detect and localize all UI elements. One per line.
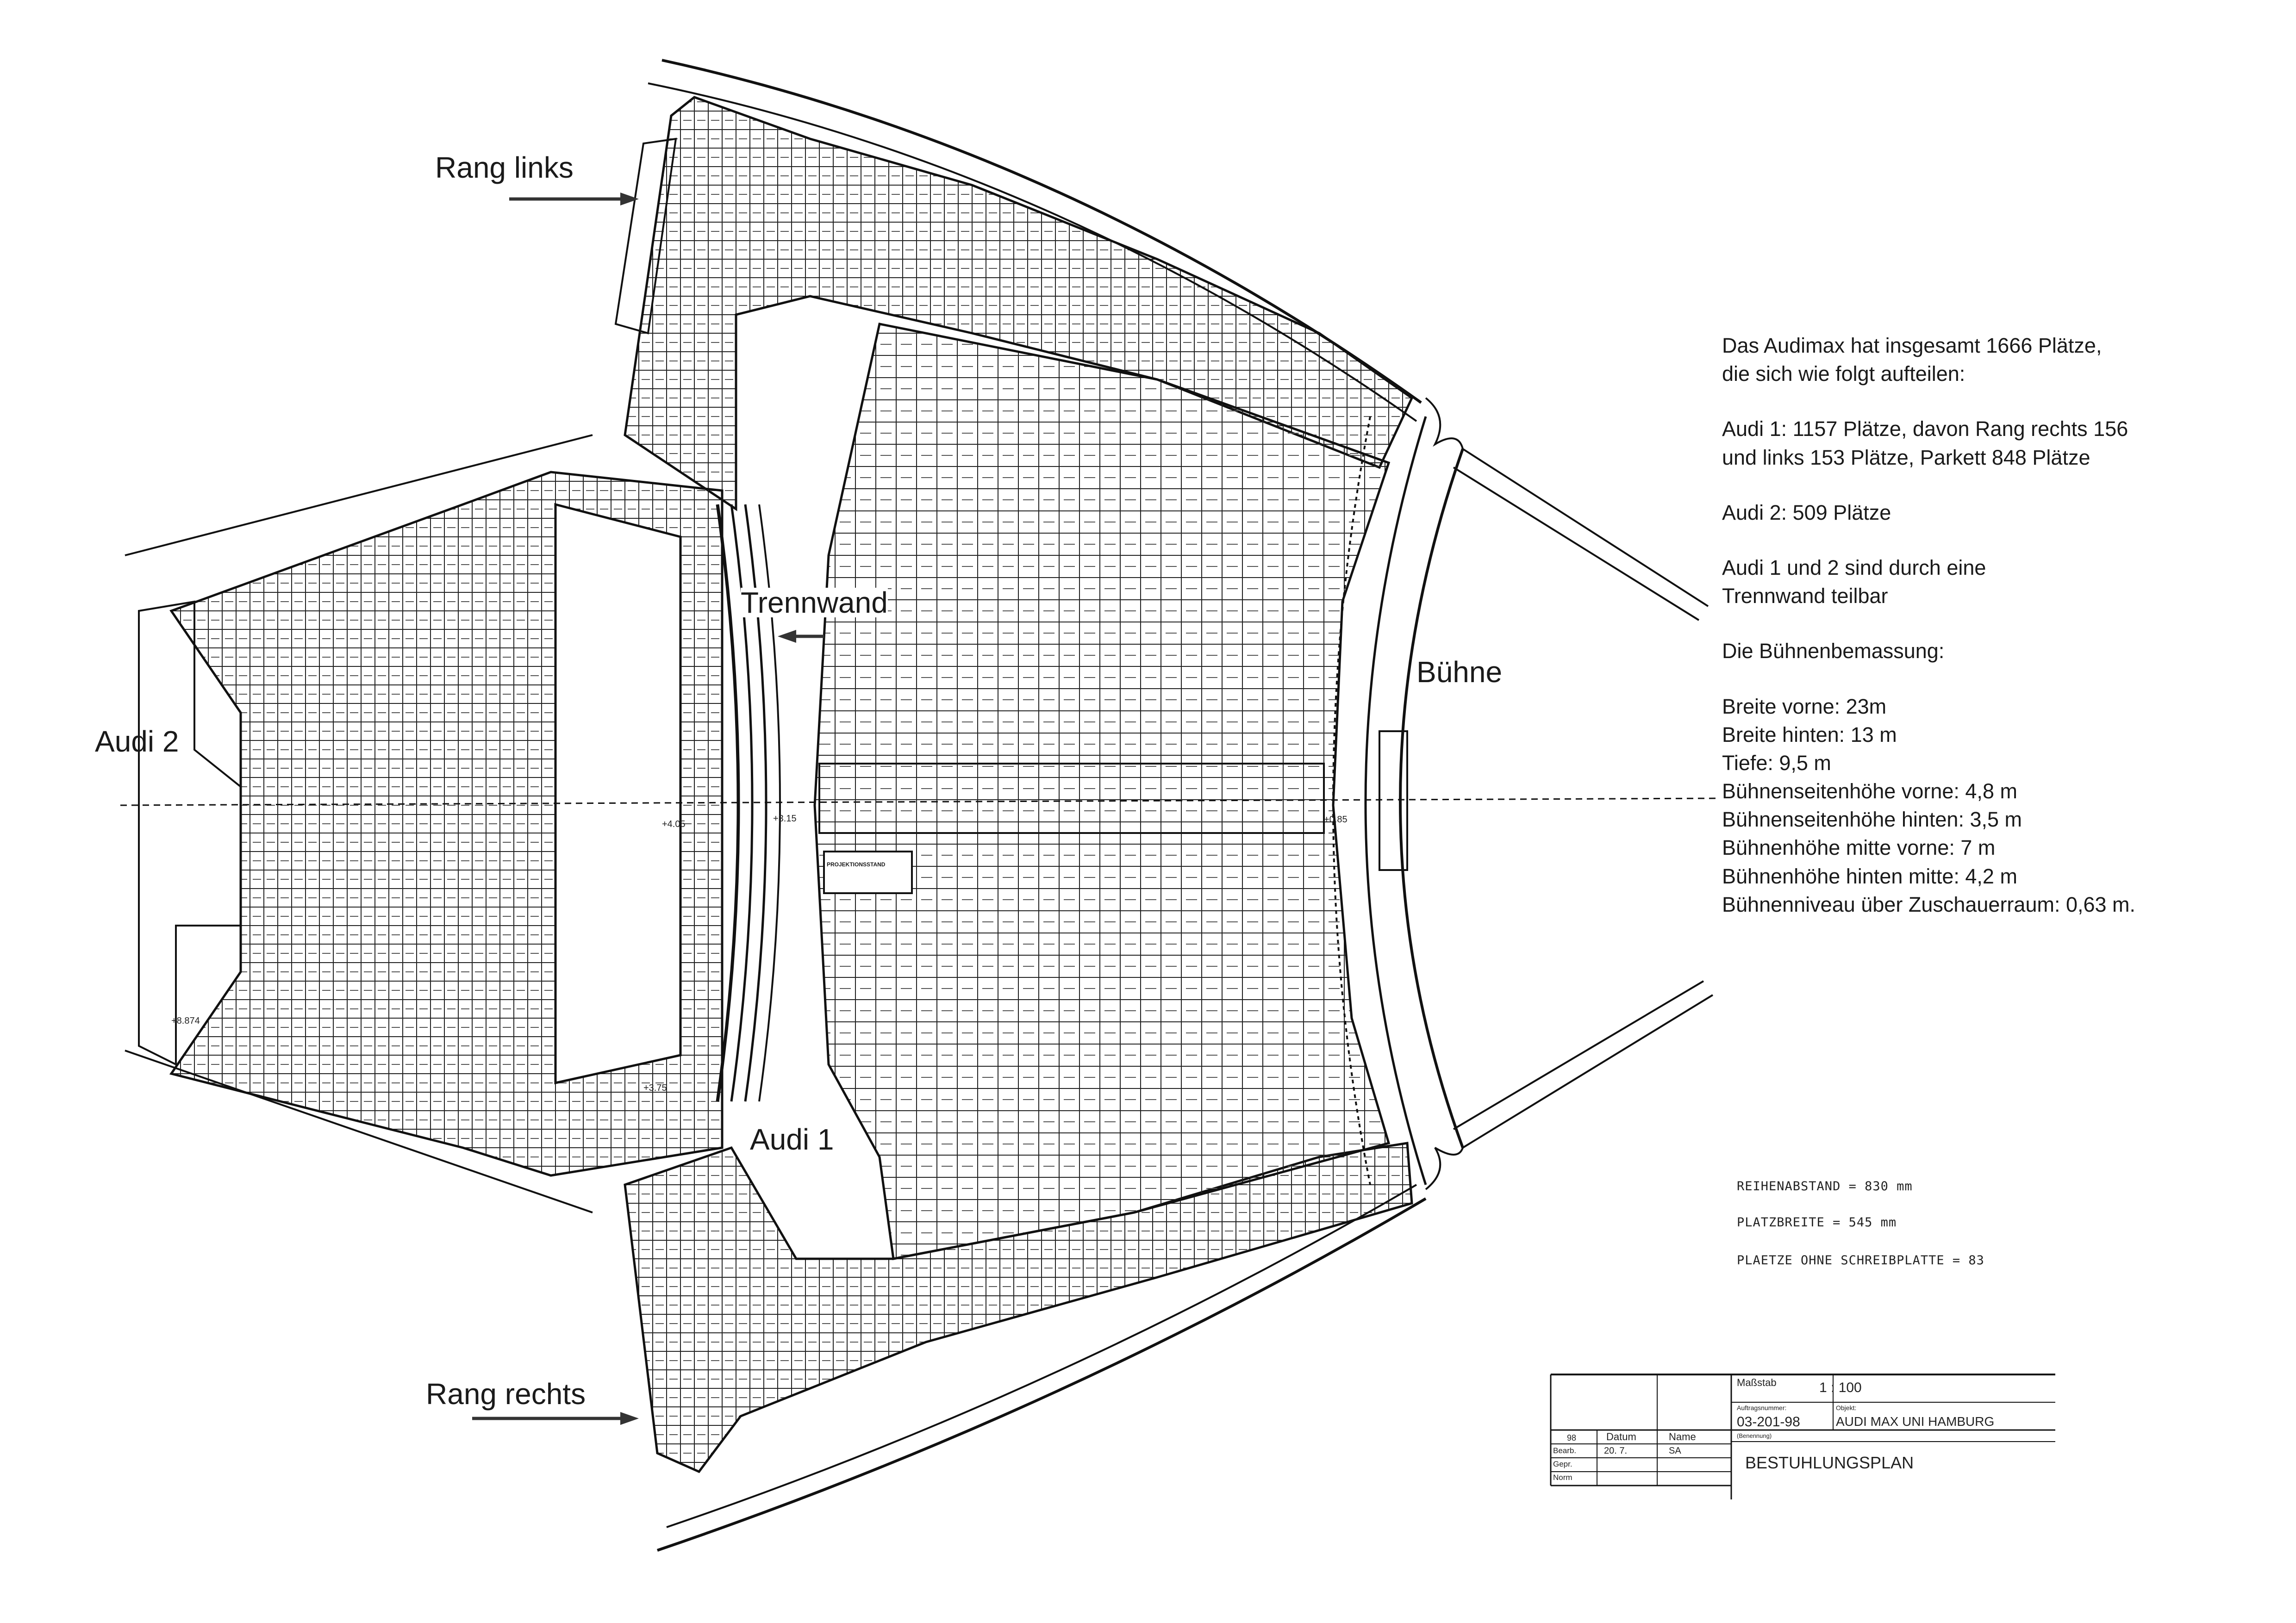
- label-audi-2: Audi 2: [95, 725, 179, 758]
- tb-massstab-value: 1 : 100: [1819, 1380, 1862, 1395]
- info-line: Audi 1 und 2 sind durch eine: [1722, 555, 1986, 579]
- tb-bearb-name: SA: [1669, 1446, 1681, 1456]
- elevation-mark: +0.85: [1324, 815, 1348, 825]
- audi-2-seating: [125, 434, 724, 1213]
- audi-1-parkett-seating: [813, 323, 1391, 1260]
- info-line: Bühnenseitenhöhe vorne: 4,8 m: [1722, 779, 2017, 803]
- arrow-trennwand: [778, 630, 824, 643]
- tb-gepr: Gepr.: [1553, 1460, 1572, 1468]
- info-line: Audi 1: 1157 Plätze, davon Rang rechts 1…: [1722, 417, 2128, 441]
- tb-norm: Norm: [1553, 1473, 1572, 1482]
- tb-bearb-datum: 20. 7.: [1604, 1446, 1628, 1456]
- buehne-stage: [1364, 397, 1714, 1190]
- tb-objekt-label: Objekt:: [1836, 1404, 1857, 1412]
- label-projektionsstand: PROJEKTIONSSTAND: [827, 861, 886, 868]
- tb-massstab-label: Maßstab: [1737, 1377, 1777, 1388]
- info-line: Das Audimax hat insgesamt 1666 Plätze,: [1722, 334, 2102, 357]
- tb-auftrag-value: 03-201-98: [1737, 1414, 1800, 1430]
- info-line: Breite vorne: 23m: [1722, 694, 1887, 718]
- tb-year: 98: [1567, 1433, 1577, 1443]
- elevation-mark: +8.874: [171, 1016, 200, 1026]
- tb-name: Name: [1669, 1431, 1696, 1443]
- info-panel: Das Audimax hat insgesamt 1666 Plätze, d…: [1722, 331, 2277, 919]
- info-line: Bühnenniveau über Zuschauerraum: 0,63 m.: [1722, 892, 2136, 916]
- info-dims-title: Die Bühnenbemassung:: [1722, 639, 1945, 663]
- info-line: Tiefe: 9,5 m: [1722, 751, 1831, 775]
- tb-bearb: Bearb.: [1553, 1446, 1577, 1455]
- spec-reihenabstand: REIHENABSTAND = 830 mm: [1737, 1179, 1913, 1194]
- arrow-rang-links: [509, 193, 639, 205]
- spec-plaetze-ohne-schreibplatte: PLAETZE OHNE SCHREIBPLATTE = 83: [1737, 1253, 1984, 1268]
- info-line: die sich wie folgt aufteilen:: [1722, 362, 1965, 386]
- info-line: Breite hinten: 13 m: [1722, 722, 1897, 746]
- label-rang-rechts: Rang rechts: [426, 1377, 586, 1411]
- tb-auftrag-label: Auftragsnummer:: [1737, 1404, 1787, 1412]
- elevation-mark: +4.05: [662, 819, 686, 829]
- rang-rechts-seating: [624, 1142, 1427, 1552]
- info-line: und links 153 Plätze, Parkett 848 Plätze: [1722, 445, 2090, 469]
- title-block-grid: [1550, 1374, 2055, 1499]
- tb-objekt-value: AUDI MAX UNI HAMBURG: [1836, 1414, 1995, 1429]
- tb-datum: Datum: [1606, 1431, 1636, 1443]
- tb-benennung-value: BESTUHLUNGSPLAN: [1745, 1453, 1914, 1472]
- elevation-mark: +3.15: [773, 814, 797, 824]
- info-line: Bühnenhöhe hinten mitte: 4,2 m: [1722, 864, 2017, 888]
- label-buehne: Bühne: [1416, 655, 1503, 689]
- tb-benennung-label: (Benennung): [1737, 1432, 1772, 1439]
- info-line: Trennwand teilbar: [1722, 584, 1888, 608]
- info-line: Bühnenhöhe mitte vorne: 7 m: [1722, 836, 1996, 860]
- elevation-mark: +3.75: [643, 1083, 667, 1093]
- label-audi-1: Audi 1: [750, 1123, 834, 1156]
- info-line: Bühnenseitenhöhe hinten: 3,5 m: [1722, 808, 2022, 832]
- arrow-rang-rechts: [472, 1412, 639, 1425]
- label-rang-links: Rang links: [435, 151, 574, 184]
- label-trennwand: Trennwand: [741, 586, 888, 619]
- info-line: Audi 2: 509 Plätze: [1722, 500, 1891, 524]
- spec-platzbreite: PLATZBREITE = 545 mm: [1737, 1215, 1897, 1230]
